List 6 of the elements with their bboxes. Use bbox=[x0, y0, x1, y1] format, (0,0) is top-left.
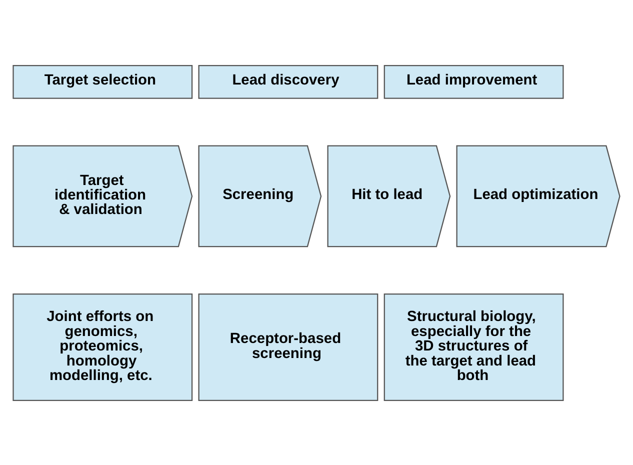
node-box: Lead improvement bbox=[384, 64, 564, 98]
node-box: Receptor-based screening bbox=[198, 293, 378, 401]
node-box: Joint efforts on genomics, proteomics, homology modelling, etc. bbox=[12, 293, 193, 401]
node-box: Target selection bbox=[12, 64, 193, 98]
node-box: Lead discovery bbox=[198, 64, 378, 98]
node-box: Structural biology, especially for the 3D structures of the target and lead both bbox=[384, 293, 564, 401]
